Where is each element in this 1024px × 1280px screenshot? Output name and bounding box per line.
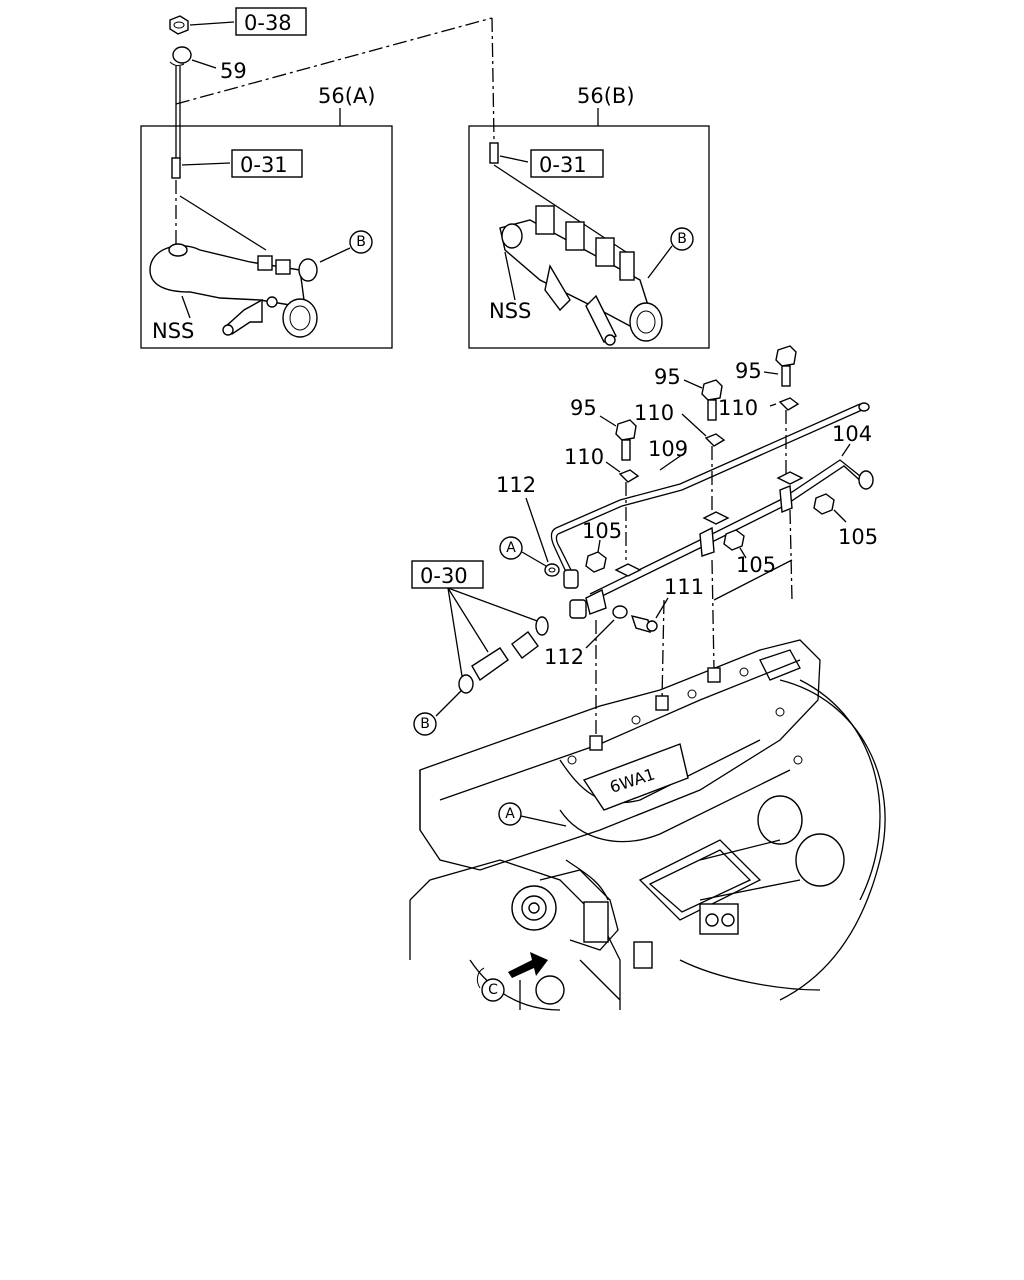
bolt-111 xyxy=(630,615,658,633)
label-59: 59 xyxy=(220,59,247,83)
nut-105-right xyxy=(813,493,835,515)
label-56a: 56(A) xyxy=(318,84,375,108)
manifold-56a xyxy=(149,243,318,338)
label-112-upper: 112 xyxy=(496,473,536,497)
pipe-end-a xyxy=(171,157,181,179)
pipe-end-b xyxy=(489,142,499,164)
pipe-109 xyxy=(550,402,870,573)
detail-box-56a xyxy=(140,125,393,349)
ref-box-0-31-b xyxy=(530,149,604,178)
engine-illustration: 6WA1 xyxy=(409,639,886,1011)
bolt-95-middle xyxy=(701,379,723,421)
label-110-left: 110 xyxy=(564,445,604,469)
circle-a-upper-label: A xyxy=(506,540,516,556)
ref-box-0-30 xyxy=(411,560,484,589)
washer-112-upper xyxy=(544,563,560,577)
label-95-right: 95 xyxy=(735,359,762,383)
label-109: 109 xyxy=(648,437,688,461)
label-110-middle: 110 xyxy=(634,401,674,425)
washer-110-right xyxy=(778,397,800,411)
circle-a-engine-label: A xyxy=(505,806,515,822)
label-104: 104 xyxy=(832,422,872,446)
nut-105-left xyxy=(585,551,607,573)
pipe-104 xyxy=(589,459,874,601)
label-110-right: 110 xyxy=(718,396,758,420)
manifold-56b xyxy=(499,205,663,346)
ref-0-30: 0-30 xyxy=(420,564,468,588)
nut-105-middle xyxy=(723,529,745,551)
label-105-middle: 105 xyxy=(736,553,776,577)
circle-b-top-b xyxy=(670,227,694,251)
circle-b-lower xyxy=(413,712,437,736)
view-arrow-icon xyxy=(508,952,548,978)
bolt-95-left xyxy=(615,419,637,461)
washer-110-middle xyxy=(704,433,726,447)
label-111: 111 xyxy=(664,575,704,599)
circle-b-top-a-label: B xyxy=(356,234,366,250)
washer-110-left xyxy=(618,469,640,483)
clip-part-59 xyxy=(169,46,192,67)
circle-b-lower-label: B xyxy=(420,716,430,732)
label-105-left: 105 xyxy=(582,519,622,543)
bolt-95-right xyxy=(775,345,797,387)
label-95-middle: 95 xyxy=(654,365,681,389)
nut-part xyxy=(169,15,189,35)
circle-b-top-b-label: B xyxy=(677,231,687,247)
label-nss-a: NSS xyxy=(152,319,194,343)
label-112-lower: 112 xyxy=(544,645,584,669)
washer-112-lower xyxy=(612,605,628,619)
ref-box-0-38 xyxy=(235,7,307,36)
label-105-right: 105 xyxy=(838,525,878,549)
circle-a-engine xyxy=(498,802,522,826)
label-56b: 56(B) xyxy=(577,84,635,108)
ref-0-31-a: 0-31 xyxy=(240,153,288,177)
hose-clamp-upper xyxy=(535,616,549,636)
label-nss-b: NSS xyxy=(489,299,531,323)
ref-0-31-b: 0-31 xyxy=(539,153,587,177)
detail-box-56b xyxy=(468,125,710,349)
hose-clamp-lower xyxy=(458,674,474,694)
hose xyxy=(471,631,539,682)
ref-box-0-31-a xyxy=(231,149,303,178)
circle-a-upper xyxy=(499,536,523,560)
circle-c-engine-label: C xyxy=(488,982,498,998)
circle-c-engine xyxy=(481,978,505,1002)
label-95-left: 95 xyxy=(570,396,597,420)
ref-0-38: 0-38 xyxy=(244,11,292,35)
circle-b-top-a xyxy=(349,230,373,254)
union-fitting xyxy=(563,569,607,619)
